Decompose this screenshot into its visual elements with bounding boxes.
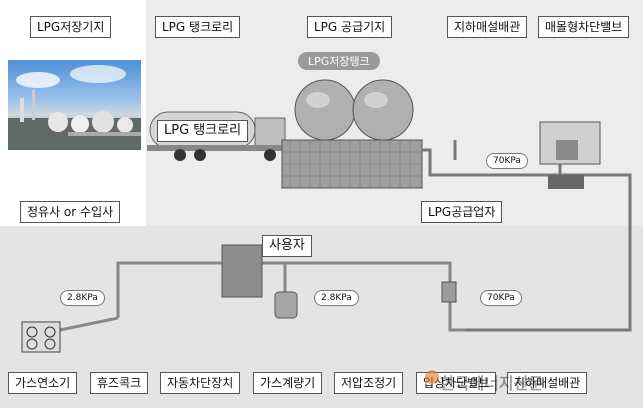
pressure-tag-2-8kpa-mid: 2.8KPa (314, 290, 359, 306)
supplier-label: LPG공급업자 (421, 201, 503, 223)
storage-tanks-drawing (281, 79, 423, 189)
gas-meter-drawing (274, 291, 298, 319)
user-label: 사용자 (262, 235, 312, 257)
refinery-label: 정유사 or 수입사 (20, 201, 121, 223)
fuse-cock-label: 휴즈콕크 (90, 372, 149, 394)
buried-valve-drawing (539, 121, 601, 189)
gas-burner-label: 가스연소기 (8, 372, 78, 394)
lpg-supply-base-label: LPG 공급기지 (307, 16, 393, 38)
watermark-logo-icon (425, 370, 439, 384)
regulator-drawing (441, 281, 457, 303)
lpg-tanker-top-label: LPG 탱크로리 (155, 16, 241, 38)
underground-pipe-label: 지하매설배관 (447, 16, 528, 38)
underground-pipe-bottom-label: 지하매설배관 (507, 372, 588, 394)
gas-burner-drawing (21, 321, 61, 353)
pressure-tag-70kpa-top: 70KPa (486, 153, 528, 169)
low-pressure-regulator-label: 저압조정기 (334, 372, 404, 394)
auto-shutoff-label: 자동차단장치 (160, 372, 241, 394)
house-wall (221, 244, 263, 298)
tanker-truck-label: LPG 탱크로리 (157, 120, 249, 142)
watermark-text: 한국에너지신문 (440, 374, 544, 393)
pressure-tag-70kpa-bottom: 70KPa (480, 290, 522, 306)
lpg-storage-base-label: LPG저장기지 (30, 16, 112, 38)
pressure-tag-2-8kpa-left: 2.8KPa (60, 290, 105, 306)
gas-meter-label: 가스계량기 (253, 372, 323, 394)
buried-cutoff-valve-label: 매몰형차단밸브 (538, 16, 630, 38)
storage-tank-pill: LPG저장탱크 (298, 52, 380, 70)
refinery-photo (8, 60, 141, 150)
refinery-illustration (8, 65, 141, 150)
